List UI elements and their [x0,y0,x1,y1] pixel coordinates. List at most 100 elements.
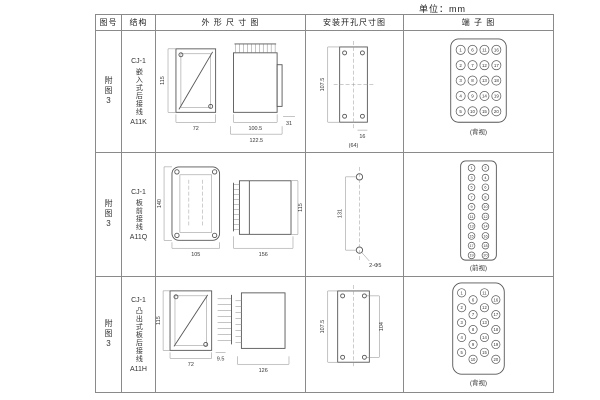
terminal-number: 4 [484,176,486,180]
terminal-view-label: (背视) [470,378,487,387]
terminal-number: 18 [494,78,499,83]
col-header-install: 安装开孔尺寸图 [306,15,404,31]
figure-no-cell: 附图3 [96,153,122,277]
terminal-number: 20 [494,109,499,114]
front-view-dims [163,166,220,249]
side-view-drawing [233,43,283,113]
front-view-dims [167,48,216,123]
terminal-view-label: (前视) [470,263,487,272]
terminal-number: 1 [459,47,462,52]
install-dims [327,46,368,131]
terminal-pin [481,203,490,211]
terminal-number: 13 [482,320,487,325]
terminal-number: 4 [459,94,462,99]
terminal-number: 7 [471,63,474,68]
terminal-pin [467,203,476,211]
unit-label: 单位：mm [419,4,466,14]
terminal-pin [491,310,501,320]
install-dims [327,290,380,363]
terminal-pin [491,75,502,86]
structure-model: CJ-1 [131,188,146,196]
install-diagram-a11k: 107.5 16 (64) [320,41,374,149]
terminal-pin [457,303,467,313]
terminal-number: 10 [483,205,487,209]
install-dims [345,176,370,262]
terminal-pin [467,222,476,230]
figure-no: 附图3 [104,76,113,107]
outline-diagram-a11h: 115 72 9.5 126 [156,290,290,374]
col-header-structure: 结构 [122,15,156,31]
structure-name: 凸出式板后接线 [135,306,143,363]
terminal-pin [479,347,489,357]
terminal-number: 3 [471,176,473,180]
terminal-number: 3 [460,320,463,325]
dim-cutout-width: (64) [349,143,359,149]
terminal-number: 6 [472,297,475,302]
terminal-number: 20 [494,357,499,362]
install-cell: 131 2-Φ5 [306,153,404,277]
dim-holes: 2-Φ5 [369,263,381,269]
structure-cell: CJ-1 板前接线 A11Q [122,153,156,277]
terminal-number: 1 [471,166,473,170]
dim-side-height: 115 [298,203,304,212]
dim-total-length: 122.5 [249,138,263,144]
terminal-pin [479,106,490,117]
terminal-pin [491,339,501,349]
structure-cell: CJ-1 嵌入式后接线 A11K [122,31,156,153]
outline-cell: 140 105 156 115 [156,153,306,277]
terminal-pin [455,75,466,86]
outline-diagram-a11k: 115 72 100.5 122.5 31 [160,43,295,144]
figure-no: 附图3 [104,319,113,350]
terminal-pin [491,325,501,335]
terminal-number: 9 [472,342,475,347]
structure-code: A11K [130,118,147,126]
terminal-pin [491,295,501,305]
dim-width: 105 [191,252,200,258]
terminal-number: 10 [470,109,475,114]
terminal-pin [467,106,478,117]
terminal-number: 16 [494,297,499,302]
terminal-pin [481,193,490,201]
figure-no-cell: 附图3 [96,277,122,393]
terminal-pin [479,44,490,55]
dim-height: 115 [156,316,162,325]
terminal-pin [479,303,489,313]
col-header-figure-no: 图号 [96,15,122,31]
terminal-pin [481,183,490,192]
terminal-number: 19 [494,94,499,99]
terminal-number: 12 [482,63,487,68]
structure-code: A11Q [129,233,148,241]
terminal-pin [479,318,489,328]
side-view-dims [215,352,290,365]
terminal-number: 6 [484,186,486,190]
terminal-pin [479,60,490,71]
terminal-pin [481,173,490,182]
terminal-pin [467,251,476,260]
terminal-pin [481,241,490,250]
terminal-pin [457,332,467,342]
terminal-number: 3 [459,78,462,83]
outline-diagram-a11q: 140 105 156 115 [157,166,304,258]
col-header-outline: 外 形 尺 寸 图 [156,15,306,31]
terminal-pin [457,318,467,328]
terminal-number: 7 [471,195,473,199]
figure-no-cell: 附图3 [96,31,122,153]
terminal-number: 14 [483,225,487,229]
terminal-number: 5 [460,350,463,355]
structure-name: 嵌入式后接线 [135,67,143,116]
structure-model: CJ-1 [131,57,146,65]
terminal-number: 14 [482,335,487,340]
terminal-number: 11 [482,290,487,295]
structure-cell: CJ-1 凸出式板后接线 A11H [122,277,156,393]
terminal-pin [481,222,490,230]
front-view-drawing [175,48,217,113]
terminal-body [450,38,507,123]
terminal-number: 17 [469,244,473,248]
dim-body-length: 100.5 [248,126,262,132]
